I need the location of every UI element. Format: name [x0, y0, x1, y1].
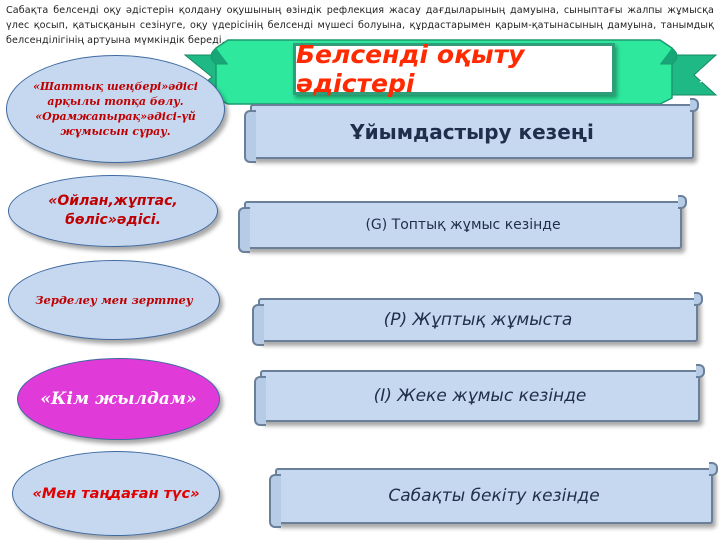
- stage-label-3: (P) Жұптық жұмыста: [383, 310, 573, 330]
- stage-label-2: (G) Топтық жұмыс кезінде: [365, 217, 561, 233]
- method-ellipse-1: «Шаттық шеңбері»әдісі арқылы топқа бөлу.…: [6, 55, 225, 163]
- stage-scroll-5: Сабақты бекіту кезінде: [269, 462, 718, 528]
- method-label-3: Зерделеу мен зерттеу: [35, 293, 193, 307]
- intro-paragraph: Сабақта белсенді оқу әдістерін қолдану о…: [6, 5, 714, 46]
- stage-label-1: Ұйымдастыру кезеңі: [350, 119, 594, 144]
- stage-scroll-2: (G) Топтық жұмыс кезінде: [238, 195, 687, 253]
- method-ellipse-2: «Ойлан,жұптас, бөліс»әдісі.: [8, 175, 218, 247]
- stage-label-4: (I) Жеке жұмыс кезінде: [373, 386, 587, 406]
- method-label-2: «Ойлан,жұптас, бөліс»әдісі.: [48, 193, 178, 228]
- method-ellipse-4: «Кім жылдам»: [17, 358, 220, 440]
- stage-scroll-1: Ұйымдастыру кезеңі: [244, 98, 699, 163]
- stage-scroll-3: (P) Жұптық жұмыста: [252, 292, 703, 346]
- method-ellipse-5: «Мен таңдаған түс»: [12, 451, 220, 536]
- method-label-5: «Мен таңдаған түс»: [32, 485, 200, 502]
- stage-label-5: Сабақты бекіту кезінде: [388, 486, 600, 506]
- stage-scroll-4: (I) Жеке жұмыс кезінде: [254, 364, 705, 426]
- method-label-4: «Кім жылдам»: [40, 388, 197, 409]
- banner-title: Белсенді оқыту әдістері: [293, 40, 615, 98]
- method-label-1: «Шаттық шеңбері»әдісі арқылы топқа бөлу.…: [33, 80, 198, 138]
- method-ellipse-3: Зерделеу мен зерттеу: [8, 260, 220, 340]
